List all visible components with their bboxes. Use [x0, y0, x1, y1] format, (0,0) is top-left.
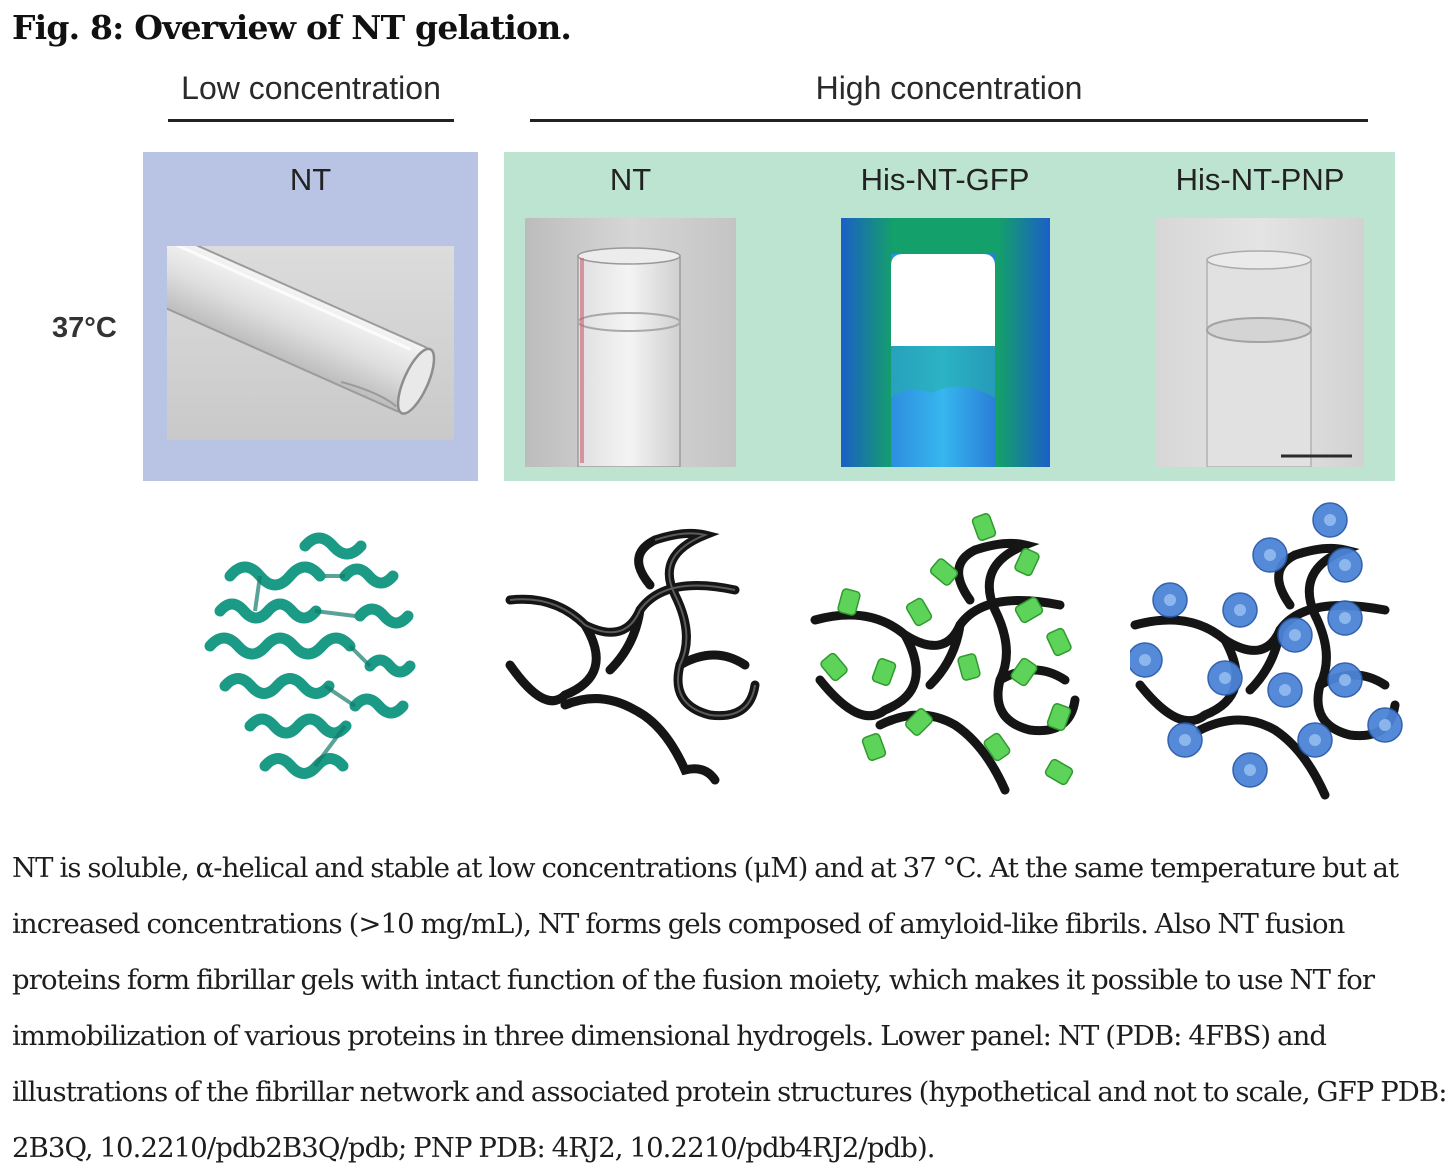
illustration-fibril-network-nt: [505, 515, 760, 785]
illustration-nt-helix-structure: [195, 516, 425, 806]
figure-title: Fig. 8: Overview of NT gelation.: [12, 8, 572, 47]
photo-nt-high-concentration: [525, 218, 736, 467]
illustration-fibril-network-pnp: [1130, 500, 1420, 805]
column-label-nt-high: NT: [609, 162, 652, 197]
figure-caption: NT is soluble, α-helical and stable at l…: [12, 852, 1448, 1164]
group-line-low: [168, 119, 454, 122]
column-label-his-nt-gfp: His-NT-GFP: [860, 162, 1030, 197]
photo-nt-low-concentration: [167, 246, 454, 440]
group-line-high: [530, 119, 1368, 122]
column-label-his-nt-pnp: His-NT-PNP: [1175, 162, 1345, 197]
group-label-low: Low concentration: [181, 70, 441, 106]
photo-his-nt-gfp: [841, 218, 1050, 467]
column-label-nt-low: NT: [289, 162, 332, 197]
illustration-fibril-network-gfp: [810, 510, 1090, 800]
group-label-high: High concentration: [815, 70, 1083, 106]
temperature-label: 37°C: [52, 312, 117, 344]
photo-his-nt-pnp: [1156, 218, 1364, 467]
